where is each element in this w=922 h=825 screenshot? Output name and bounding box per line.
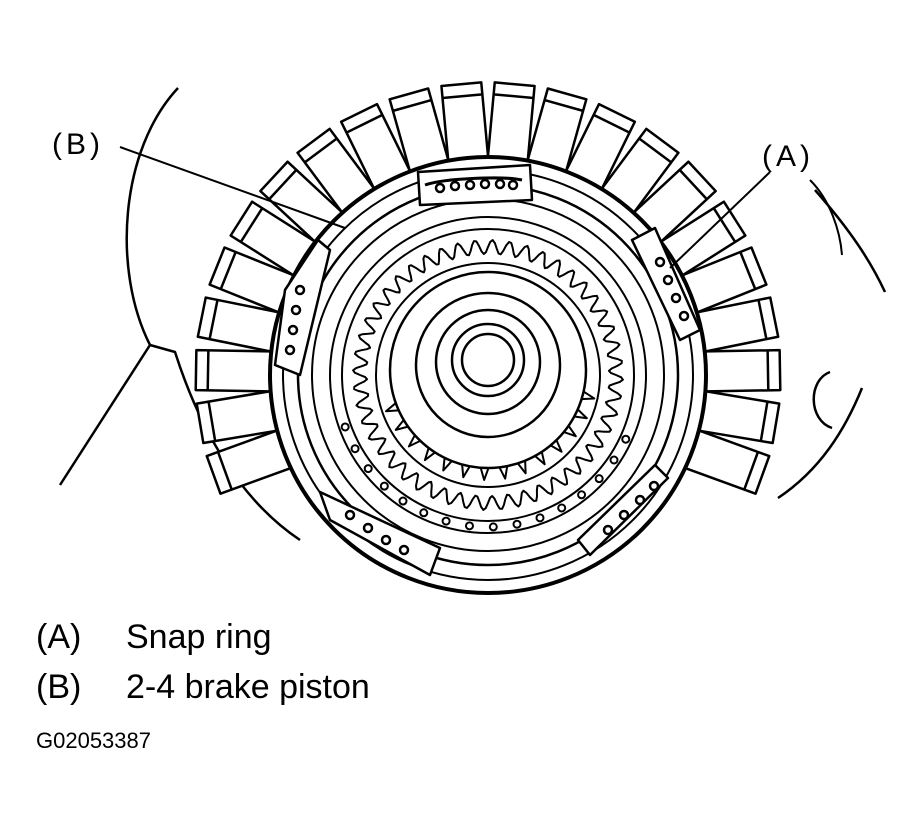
legend-text-b: 2-4 brake piston <box>126 668 370 706</box>
housing-right-lower <box>778 388 862 498</box>
brake-assembly-illustration <box>0 0 922 610</box>
legend-row-a: (A)Snap ring <box>36 618 272 657</box>
legend-row-b: (B)2-4 brake piston <box>36 668 370 707</box>
callout-b: (B) <box>52 128 104 162</box>
legend-key-a: (A) <box>36 618 126 657</box>
drum-outer-ring <box>270 157 706 593</box>
housing-left-curve <box>127 88 178 345</box>
drum-tooth-edge <box>208 350 209 390</box>
legend-key-b: (B) <box>36 668 126 707</box>
figure-id: G02053387 <box>36 728 151 754</box>
housing-notch <box>814 372 832 428</box>
callout-a: (A) <box>762 140 814 174</box>
legend-text-a: Snap ring <box>126 618 272 656</box>
housing-right-curve <box>815 190 885 292</box>
drum-tooth-edge <box>768 350 769 390</box>
snap-ring-segment-top <box>418 165 532 205</box>
housing-left-lower <box>60 345 150 485</box>
